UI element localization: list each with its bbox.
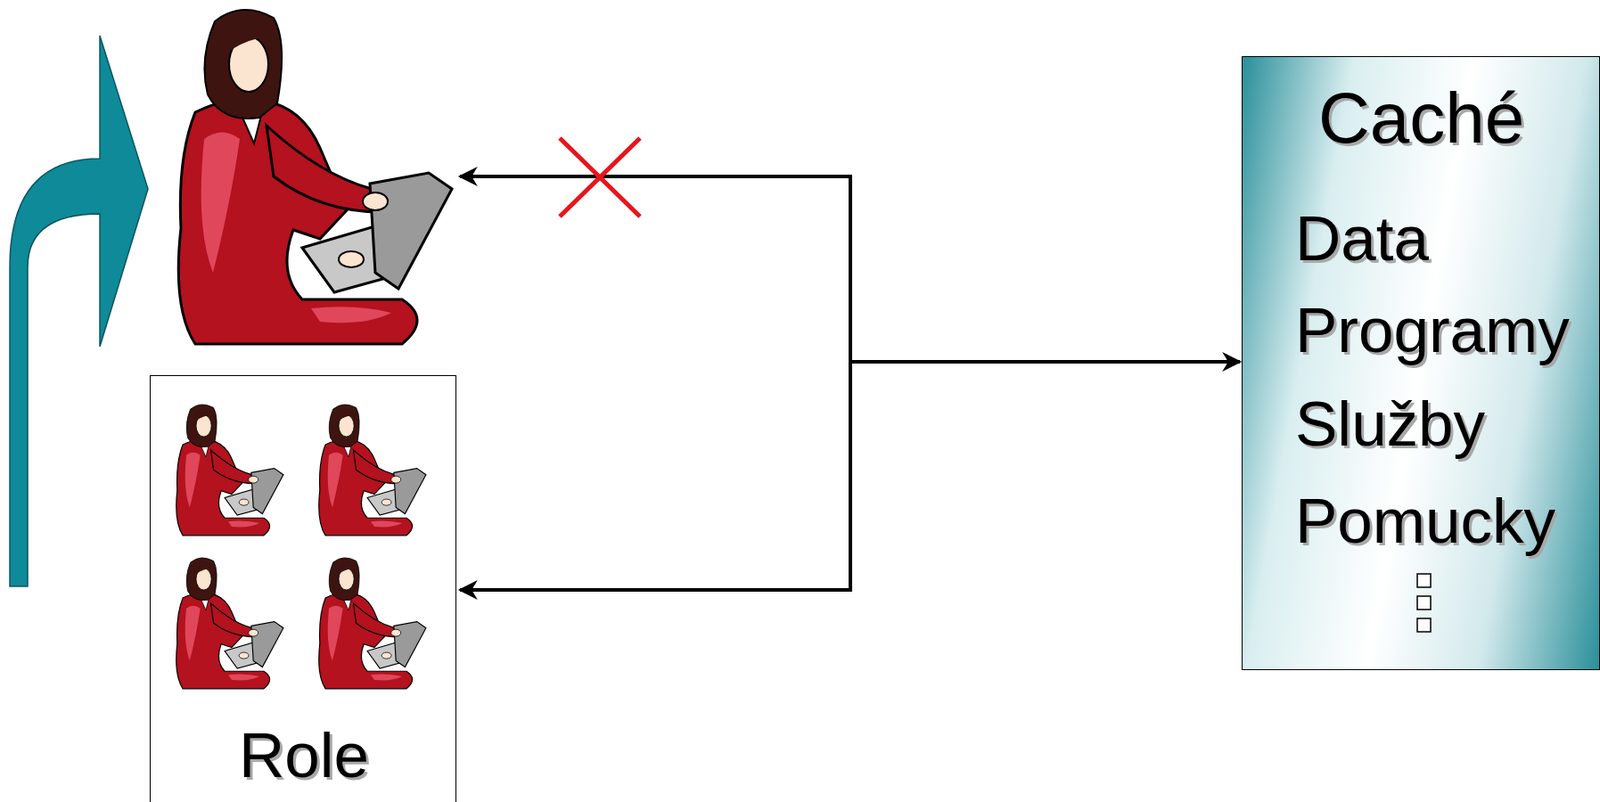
role-box: Role — [149, 375, 457, 802]
person-figure — [178, 9, 452, 345]
storage-box: CachéDataProgramySlužbyPomucky — [1241, 56, 1600, 671]
person-figure — [319, 404, 427, 536]
person-figure — [176, 404, 284, 536]
box-heading: Caché — [1318, 79, 1525, 158]
person-figure — [176, 557, 284, 690]
person-figure — [319, 557, 427, 690]
connector-arrow — [459, 361, 1240, 591]
box-label: Role — [238, 721, 370, 791]
branch-line — [459, 176, 851, 366]
list-item: Služby — [1295, 389, 1486, 460]
continuation-marks — [1411, 570, 1438, 642]
list-item: Pomucky — [1295, 486, 1556, 557]
curved-arrow — [9, 35, 148, 587]
list-item: Data — [1295, 204, 1429, 274]
cross-mark — [559, 138, 640, 217]
list-item: Programy — [1295, 295, 1570, 366]
